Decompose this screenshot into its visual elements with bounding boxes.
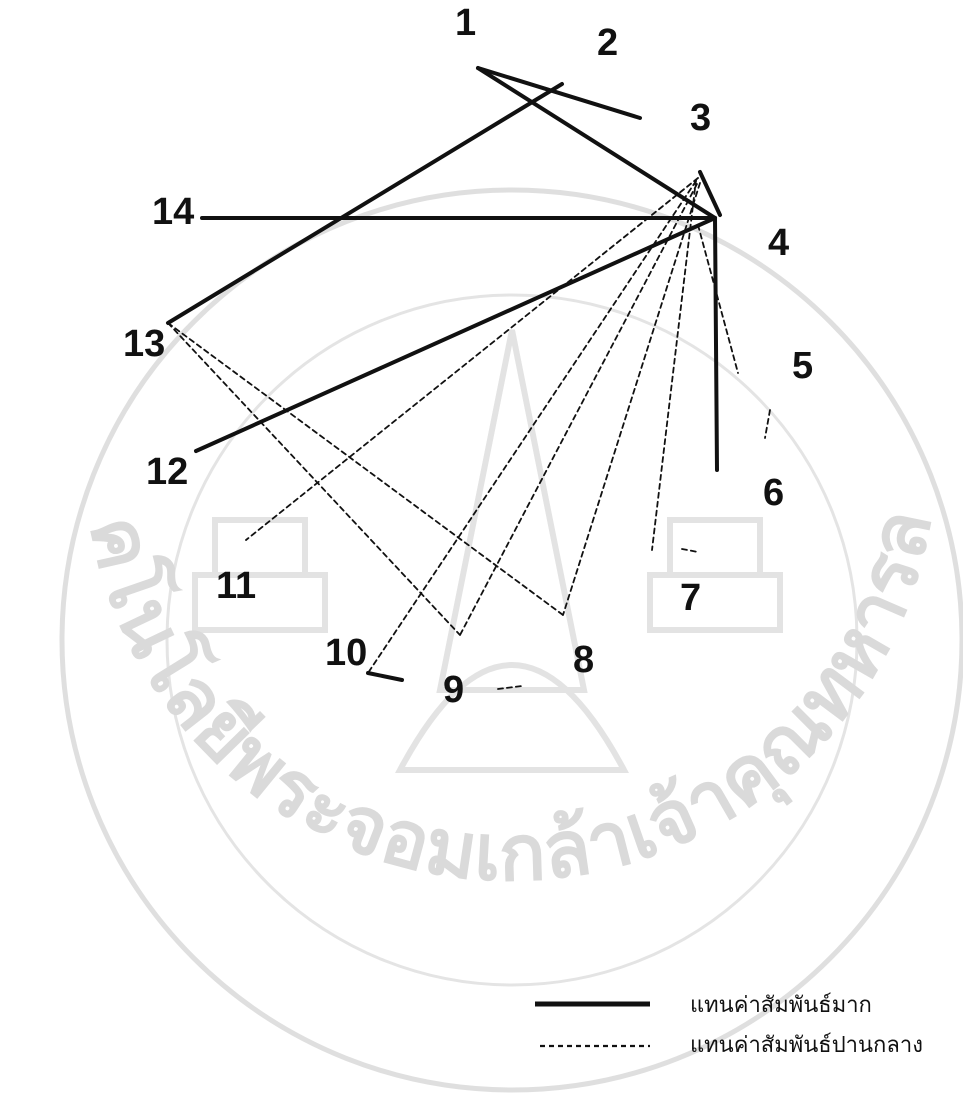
edge-strong-1-3 <box>478 68 640 118</box>
node-label-1: 1 <box>455 2 476 44</box>
node-label-8: 8 <box>573 639 594 681</box>
edge-strong-10-9 <box>368 673 402 680</box>
node-label-13: 13 <box>123 323 165 365</box>
node-label-11: 11 <box>216 565 256 607</box>
legend: แทนค่าสัมพันธ์มาก แทนค่าสัมพันธ์ปานกลาง <box>535 993 923 1058</box>
edge-moderate-7-7 <box>682 549 698 552</box>
node-label-9: 9 <box>443 669 464 711</box>
node-label-5: 5 <box>792 345 813 387</box>
node-label-2: 2 <box>597 22 618 64</box>
node-label-14: 14 <box>152 191 194 233</box>
edge-strong-2-13 <box>168 84 562 323</box>
edge-moderate-13-9 <box>168 323 460 635</box>
node-label-10: 10 <box>325 632 367 674</box>
node-label-12: 12 <box>146 451 188 493</box>
node-label-6: 6 <box>763 472 784 514</box>
legend-strong-label: แทนค่าสัมพันธ์มาก <box>690 993 872 1018</box>
edge-strong-6-4 <box>715 218 717 470</box>
node-label-3: 3 <box>690 97 711 139</box>
edge-moderate-6-5 <box>765 410 770 438</box>
legend-moderate-label: แทนค่าสัมพันธ์ปานกลาง <box>690 1033 923 1058</box>
edge-strong-12-4 <box>196 218 715 451</box>
node-label-4: 4 <box>768 222 789 264</box>
node-label-7: 7 <box>680 577 701 619</box>
